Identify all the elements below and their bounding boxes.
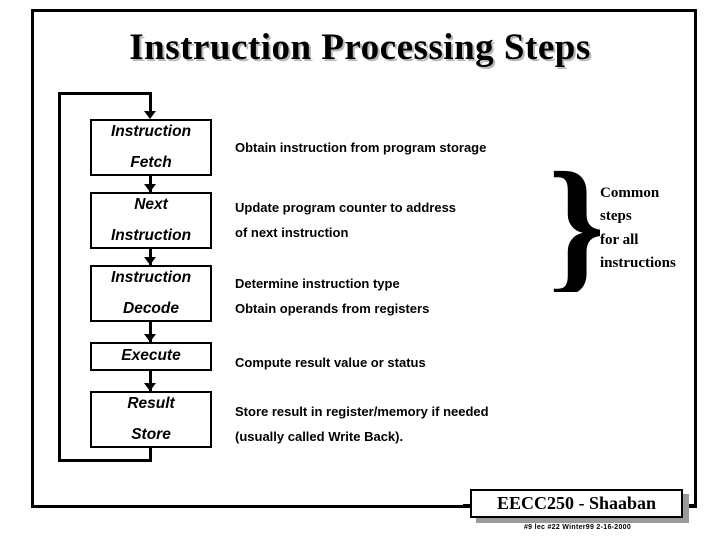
step-box-execute[interactable]: Execute — [90, 342, 212, 371]
connector-execute-to-store — [149, 371, 152, 391]
connector-next-to-decode — [149, 249, 152, 265]
connector-fetch-to-next — [149, 176, 152, 192]
feedback-loop-top-drop — [149, 92, 152, 113]
feedback-loop-left-rail — [58, 92, 61, 462]
description-line: Store result in register/memory if neede… — [235, 404, 489, 419]
footer-lecture-meta: #9 lec #22 Winter99 2-16-2000 — [523, 524, 632, 531]
page-title: Instruction Processing Steps — [129, 27, 591, 68]
step-line: Store — [131, 425, 171, 443]
step-line: Next — [134, 196, 168, 214]
step-line: Instruction — [110, 123, 192, 141]
description-line: Obtain operands from registers — [235, 301, 430, 317]
step-description-result-store: Store result in register/memory if neede… — [235, 399, 489, 450]
common-steps-annotation: Common steps for all instructions — [600, 182, 700, 275]
description-line: Update program counter to address — [235, 200, 457, 215]
step-line: Decode — [123, 299, 179, 317]
common-steps-line: steps — [600, 208, 632, 225]
feedback-loop-bottom-segment — [58, 459, 152, 462]
footer-connector-right — [683, 504, 697, 508]
footer-connector-left — [463, 504, 475, 508]
feedback-loop-bottom-drop — [149, 448, 152, 462]
step-description-instruction-decode: Determine instruction type Obtain operan… — [235, 271, 429, 322]
connector-decode-to-execute — [149, 322, 152, 342]
step-description-next-instruction: Update program counter to address of nex… — [235, 195, 456, 246]
step-line: Result — [127, 395, 175, 413]
description-line: Determine instruction type — [235, 276, 400, 291]
slide-frame — [31, 9, 697, 508]
common-steps-line: instructions — [600, 254, 676, 271]
step-description-instruction-fetch: Obtain instruction from program storage — [235, 135, 486, 160]
footer-course-plaque: EECC250 - Shaaban — [470, 489, 683, 518]
description-line: Compute result value or status — [235, 355, 426, 370]
common-steps-line: for all — [600, 231, 639, 248]
step-box-instruction-decode[interactable]: Instruction Decode — [90, 265, 212, 322]
common-steps-line: Common — [600, 185, 660, 201]
arrow-into-instruction-fetch — [144, 111, 156, 119]
curly-brace-icon: } — [548, 158, 600, 292]
step-box-result-store[interactable]: Result Store — [90, 391, 212, 448]
step-description-execute: Compute result value or status — [235, 350, 426, 375]
feedback-loop-top-segment — [58, 92, 152, 95]
description-line: Obtain instruction from program storage — [235, 140, 487, 155]
description-line: of next instruction — [235, 225, 349, 241]
step-line: Instruction — [110, 226, 192, 244]
step-box-next-instruction[interactable]: Next Instruction — [90, 192, 212, 249]
step-line: Execute — [121, 347, 181, 365]
step-box-instruction-fetch[interactable]: Instruction Fetch — [90, 119, 212, 176]
step-line: Instruction — [110, 269, 192, 287]
description-line: (usually called Write Back). — [235, 429, 404, 445]
step-line: Fetch — [130, 153, 172, 171]
